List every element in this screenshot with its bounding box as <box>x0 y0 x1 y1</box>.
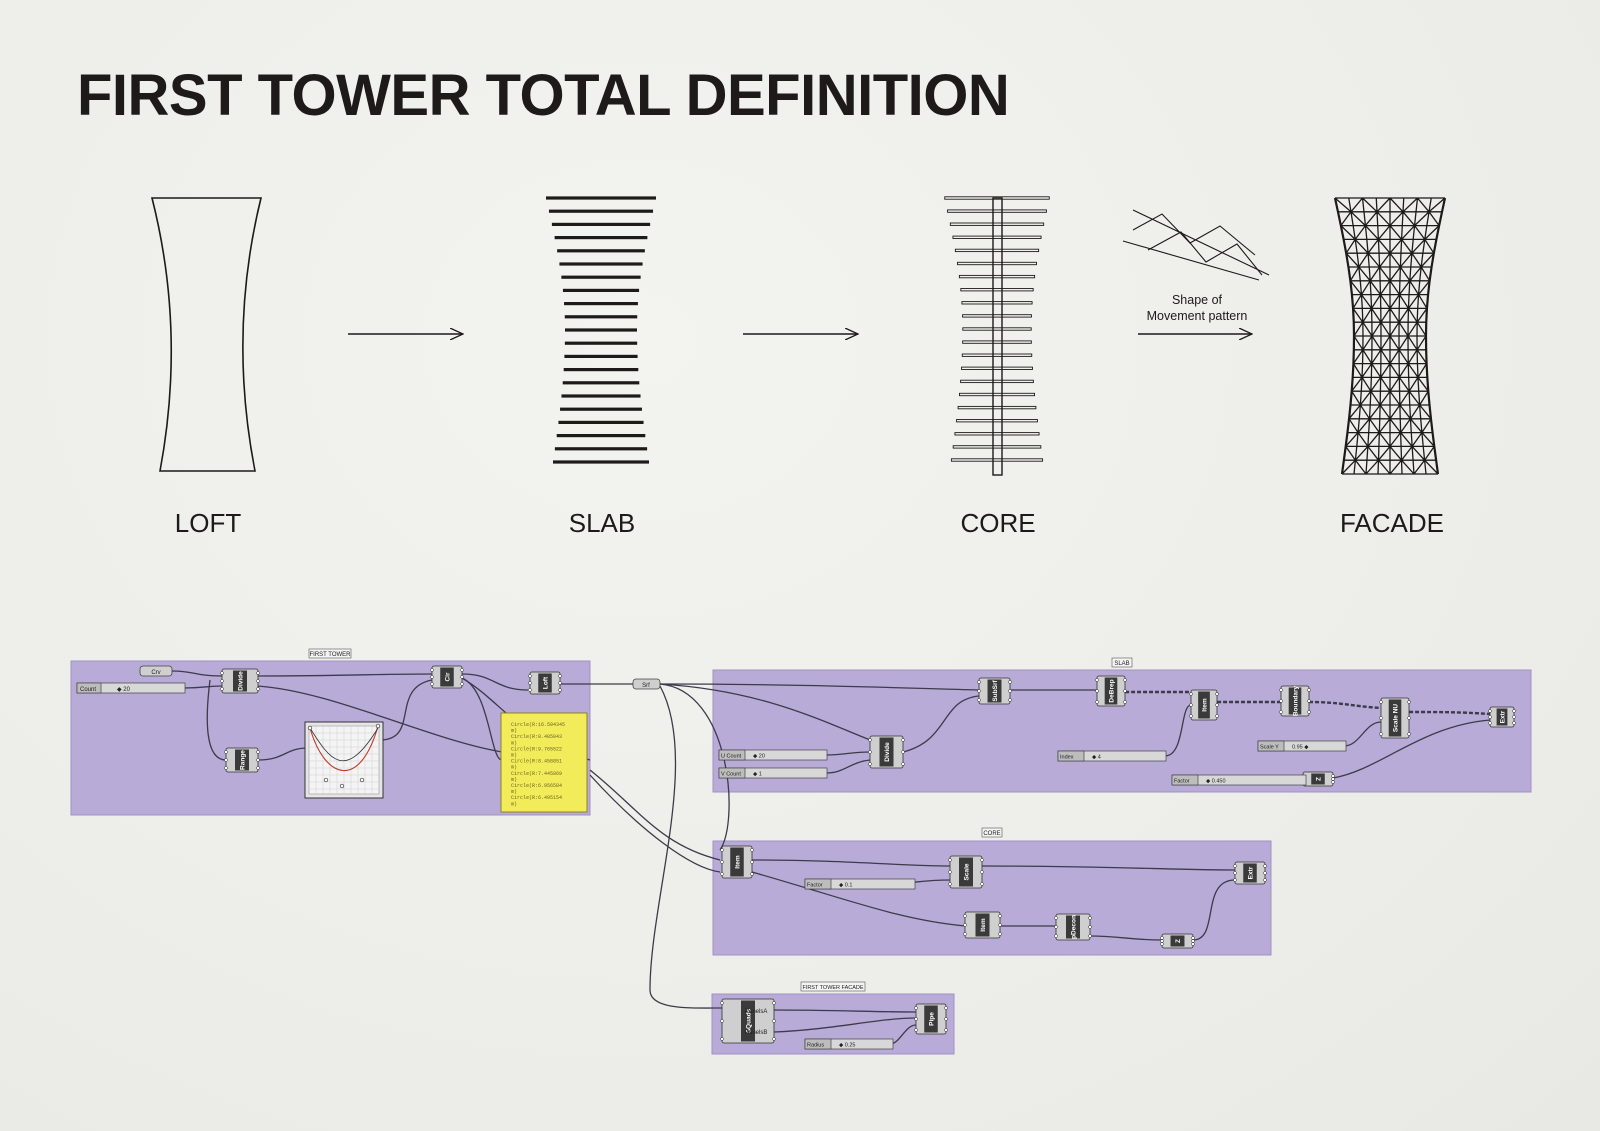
slab-bar <box>561 394 641 398</box>
stage-label-facade: FACADE <box>1339 508 1445 538</box>
slab-bar <box>564 354 638 358</box>
facade-edge-left <box>1333 197 1356 475</box>
stage-diagrams <box>150 196 1447 476</box>
core-slab <box>959 392 1035 397</box>
core-shaft <box>992 197 1003 476</box>
slab-bar <box>560 407 642 411</box>
core-slab <box>961 301 1033 305</box>
slab-bar <box>565 328 637 332</box>
slab-bar <box>551 222 651 226</box>
core-slab <box>957 261 1037 266</box>
slab-bar <box>564 341 638 345</box>
core-slab <box>954 248 1040 253</box>
core-slab <box>961 353 1033 357</box>
core-slab <box>956 419 1038 423</box>
slab-bar <box>562 381 640 385</box>
slab-bar <box>559 262 643 266</box>
slab-bar <box>562 288 640 292</box>
core-slab <box>949 222 1045 226</box>
core-slab <box>947 209 1047 213</box>
stage-label-loft: LOFT <box>174 508 242 538</box>
core-slab <box>960 288 1034 292</box>
facade-lattice <box>1333 197 1447 475</box>
slab-bar <box>563 368 639 372</box>
core-slab <box>962 314 1032 318</box>
slab-bar <box>564 315 638 319</box>
stage-label-slab: SLAB <box>568 508 636 538</box>
core-slab <box>957 405 1037 410</box>
core-slab <box>944 196 1050 200</box>
movement-pattern-note: Shape of Movement pattern <box>1112 292 1282 324</box>
slab-bar <box>557 249 645 253</box>
slab-bar <box>548 209 654 213</box>
core-slab <box>950 458 1044 462</box>
slab-bar <box>556 434 646 438</box>
stage-label-core: CORE <box>960 508 1036 538</box>
movement-pattern-sketch <box>1122 209 1270 281</box>
page-title: FIRST TOWER TOTAL DEFINITION <box>77 63 1010 128</box>
core-slab <box>958 274 1036 279</box>
facade-members <box>1334 197 1446 475</box>
core-slab <box>952 235 1042 239</box>
core-slab <box>954 432 1040 436</box>
movement-note-line1: Shape of <box>1171 293 1223 307</box>
core-slab <box>952 445 1042 449</box>
slab-bar <box>558 420 644 424</box>
facade-edge-right <box>1424 197 1447 475</box>
slab-bar <box>554 447 648 451</box>
loft-outline <box>150 197 263 472</box>
slab-bar <box>554 236 648 240</box>
slab-bar <box>553 460 649 464</box>
slab-bar <box>546 196 656 200</box>
movement-note-line2: Movement pattern <box>1146 309 1248 323</box>
slab-stack <box>546 196 656 464</box>
core-slab <box>961 366 1033 370</box>
core-slab <box>962 327 1032 331</box>
core-slab <box>962 340 1032 344</box>
slab-bar <box>564 302 638 306</box>
core-slab <box>960 379 1034 384</box>
core-stack <box>944 196 1050 462</box>
slab-bar <box>561 275 641 279</box>
